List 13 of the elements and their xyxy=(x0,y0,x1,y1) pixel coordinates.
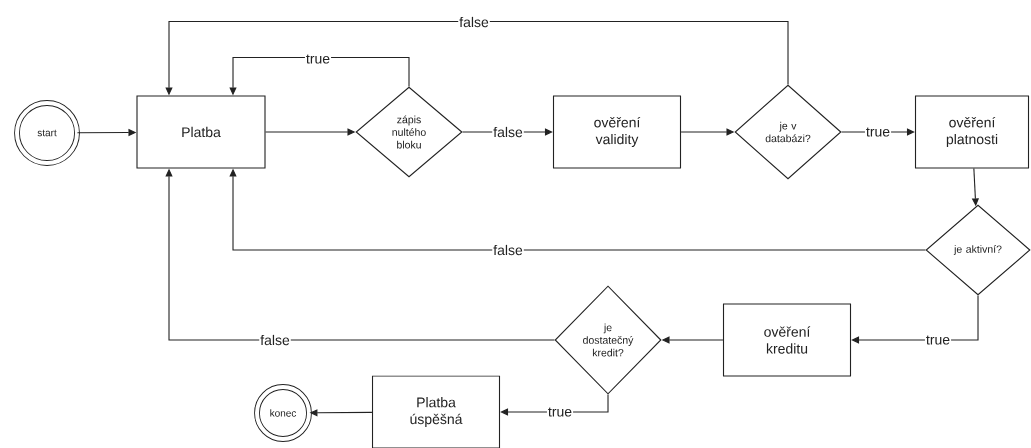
edge-label: false xyxy=(492,125,524,139)
edge-label: true xyxy=(304,53,332,65)
process-box: ověření kreditu xyxy=(722,303,852,377)
process-box: ověření validity xyxy=(552,95,682,169)
process-box: Platba úspěšná xyxy=(371,375,501,448)
edge-label: true xyxy=(924,334,952,346)
edge-label: false xyxy=(259,333,291,347)
process-box: ověření platnosti xyxy=(914,95,1030,169)
process-box: Platba xyxy=(136,95,266,169)
edge-label: false xyxy=(458,15,490,29)
edge-label: true xyxy=(546,406,574,418)
edge-label: true xyxy=(864,126,892,138)
edge-label: false xyxy=(492,243,524,257)
